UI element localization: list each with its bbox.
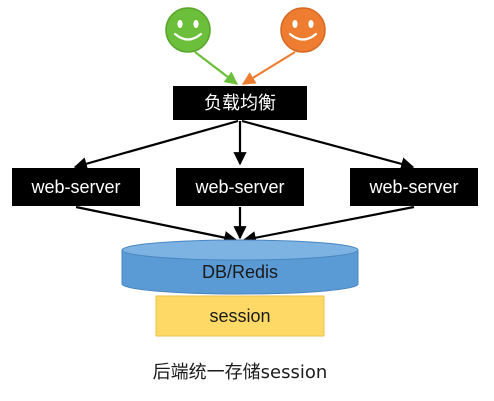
arrow-lb-to-server-3 bbox=[241, 119, 415, 171]
user-orange-smiley-icon bbox=[280, 7, 326, 53]
web-server-box-3: web-server bbox=[350, 168, 478, 206]
load-balancer-box: 负载均衡 bbox=[173, 86, 307, 120]
arrow-server-3-to-db bbox=[242, 205, 415, 245]
arrow-lb-to-server-1 bbox=[73, 119, 239, 171]
web-server-box-1: web-server bbox=[12, 168, 140, 206]
session-label: session bbox=[209, 306, 270, 326]
web-server-label: web-server bbox=[368, 177, 458, 197]
arrow-green-user-to-lb bbox=[194, 51, 239, 85]
arrow-server-1-to-db bbox=[75, 205, 238, 245]
diagram-caption: 后端统一存储session bbox=[153, 362, 328, 383]
load-balancer-label: 负载均衡 bbox=[204, 93, 276, 114]
user-green-smiley-icon bbox=[165, 7, 211, 53]
arrow-orange-user-to-lb bbox=[241, 51, 296, 85]
db-redis-cylinder: DB/Redis bbox=[121, 239, 359, 295]
session-box: session bbox=[155, 295, 325, 337]
web-server-box-2: web-server bbox=[176, 168, 304, 206]
web-server-label: web-server bbox=[30, 177, 120, 197]
db-redis-label: DB/Redis bbox=[202, 262, 278, 282]
web-server-label: web-server bbox=[194, 177, 284, 197]
